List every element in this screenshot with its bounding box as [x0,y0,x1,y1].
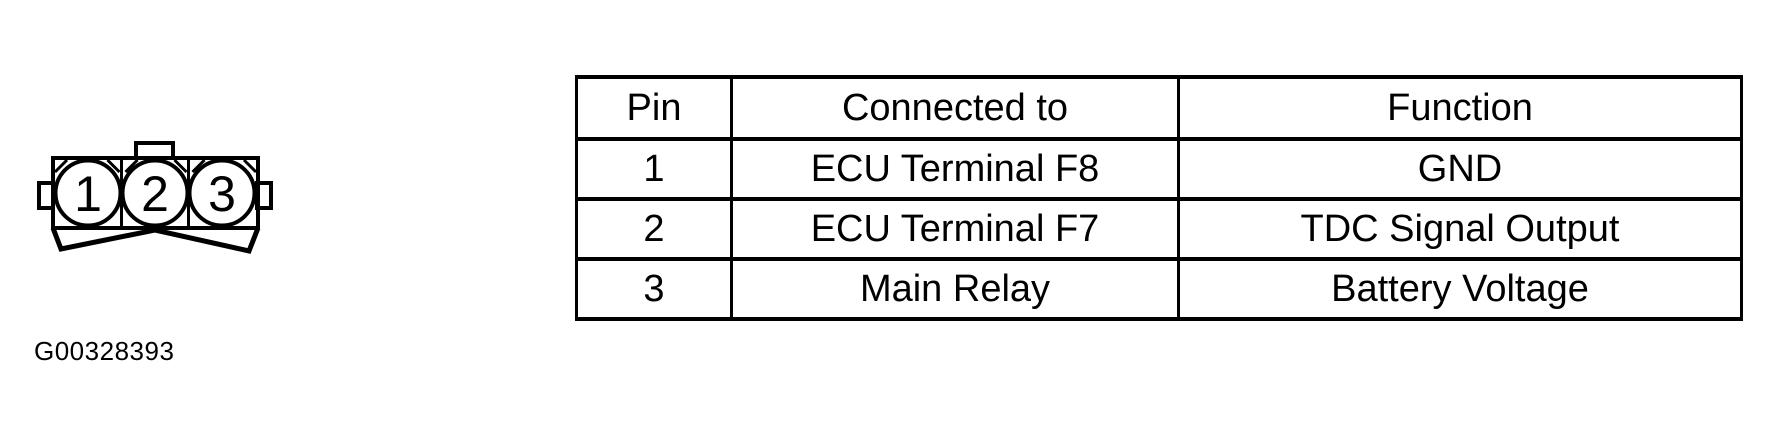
pin-3-cavity [187,158,257,228]
pin-1-number: 1 [74,166,102,222]
table-row: 2 ECU Terminal F7 TDC Signal Output [575,197,1743,261]
table-row: 1 ECU Terminal F8 GND [575,137,1743,201]
pin-2-number: 2 [141,166,169,222]
header-function: Function [1177,75,1743,141]
cell-pin: 2 [575,197,733,261]
cell-function: GND [1177,137,1743,201]
cell-connected-to: Main Relay [730,257,1180,321]
cell-function: Battery Voltage [1177,257,1743,321]
pinout-table: Pin Connected to Function 1 ECU Terminal… [575,75,1743,321]
cell-connected-to: ECU Terminal F7 [730,197,1180,261]
header-connected-to: Connected to [730,75,1180,141]
connector-skirt [50,227,261,254]
table-row: 3 Main Relay Battery Voltage [575,257,1743,321]
figure-id: G00328393 [34,336,175,366]
table-header-row: Pin Connected to Function [575,75,1743,141]
cell-connected-to: ECU Terminal F8 [730,137,1180,201]
cell-pin: 1 [575,137,733,201]
connector-diagram: 1 2 3 [37,141,273,254]
cell-pin: 3 [575,257,733,321]
header-pin: Pin [575,75,733,141]
connector-corner-chamfers [53,158,258,174]
pin-3-number: 3 [208,166,236,222]
connector-top-tab [134,141,175,160]
cell-function: TDC Signal Output [1177,197,1743,261]
connector-left-tab [37,181,55,210]
